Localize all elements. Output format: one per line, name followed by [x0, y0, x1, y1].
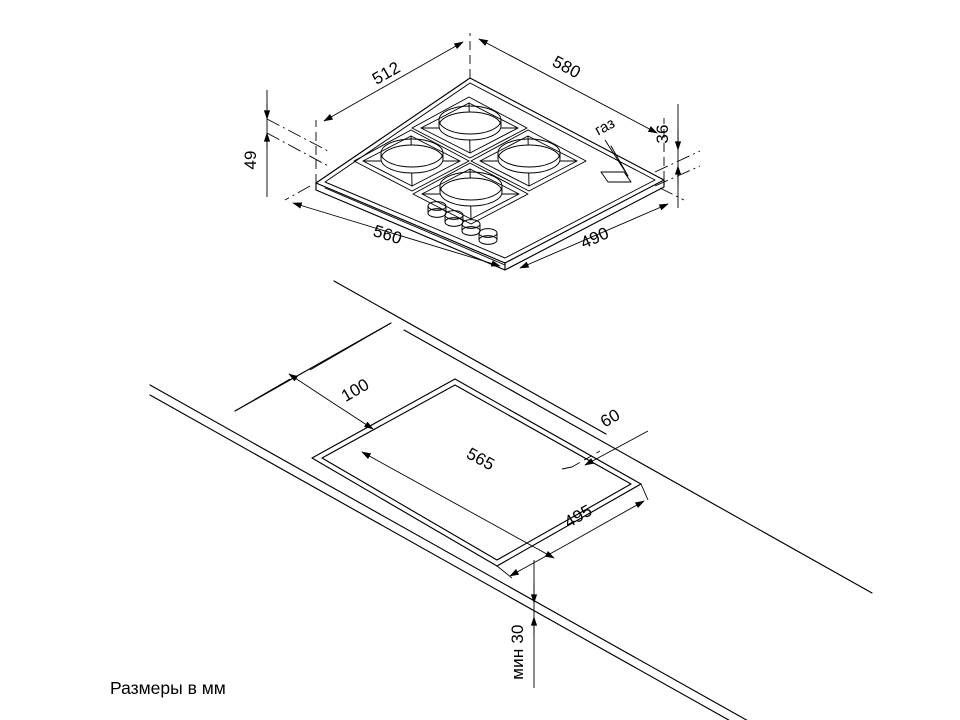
- units-caption: Размеры в мм: [110, 678, 226, 698]
- dimension-min-30: мин 30: [508, 560, 538, 688]
- cutout-opening: [311, 378, 642, 567]
- dimension-490-text: 490: [578, 223, 612, 252]
- countertop-right-edge: [403, 329, 873, 594]
- dimension-565: 565: [361, 444, 555, 559]
- dimension-512-text: 512: [369, 58, 404, 89]
- dimension-565-text: 565: [463, 444, 498, 475]
- dimension-36-text: 36: [653, 124, 672, 143]
- hob-view: 512 580 49: [241, 33, 701, 271]
- burner-right: [470, 129, 587, 192]
- gas-inlet-plate: [600, 145, 632, 183]
- dimension-min-30-text: мин 30: [508, 624, 527, 679]
- dimension-49-text: 49: [241, 150, 260, 169]
- countertop-view: 100 565 495 60: [149, 280, 873, 720]
- dimension-60-text: 60: [597, 405, 623, 431]
- dimension-495: 495: [496, 483, 649, 579]
- dimension-100: 100: [234, 322, 392, 430]
- control-knob-2[interactable]: [444, 210, 464, 227]
- control-knob-1[interactable]: [427, 201, 447, 218]
- burner-left: [353, 129, 470, 192]
- dimension-49: 49: [241, 90, 331, 197]
- burner-front: [412, 162, 529, 225]
- control-knob-3[interactable]: [461, 219, 481, 236]
- back-wall-line: [333, 280, 607, 435]
- gas-label-text: газ: [592, 115, 618, 140]
- dimension-580-text: 580: [549, 52, 583, 82]
- dimension-100-text: 100: [338, 375, 373, 406]
- countertop-front-edge: [149, 384, 748, 720]
- control-knob-4[interactable]: [478, 228, 498, 245]
- control-knobs: [427, 201, 498, 245]
- dimension-36: 36: [653, 104, 701, 208]
- dimension-490: 490: [519, 187, 685, 269]
